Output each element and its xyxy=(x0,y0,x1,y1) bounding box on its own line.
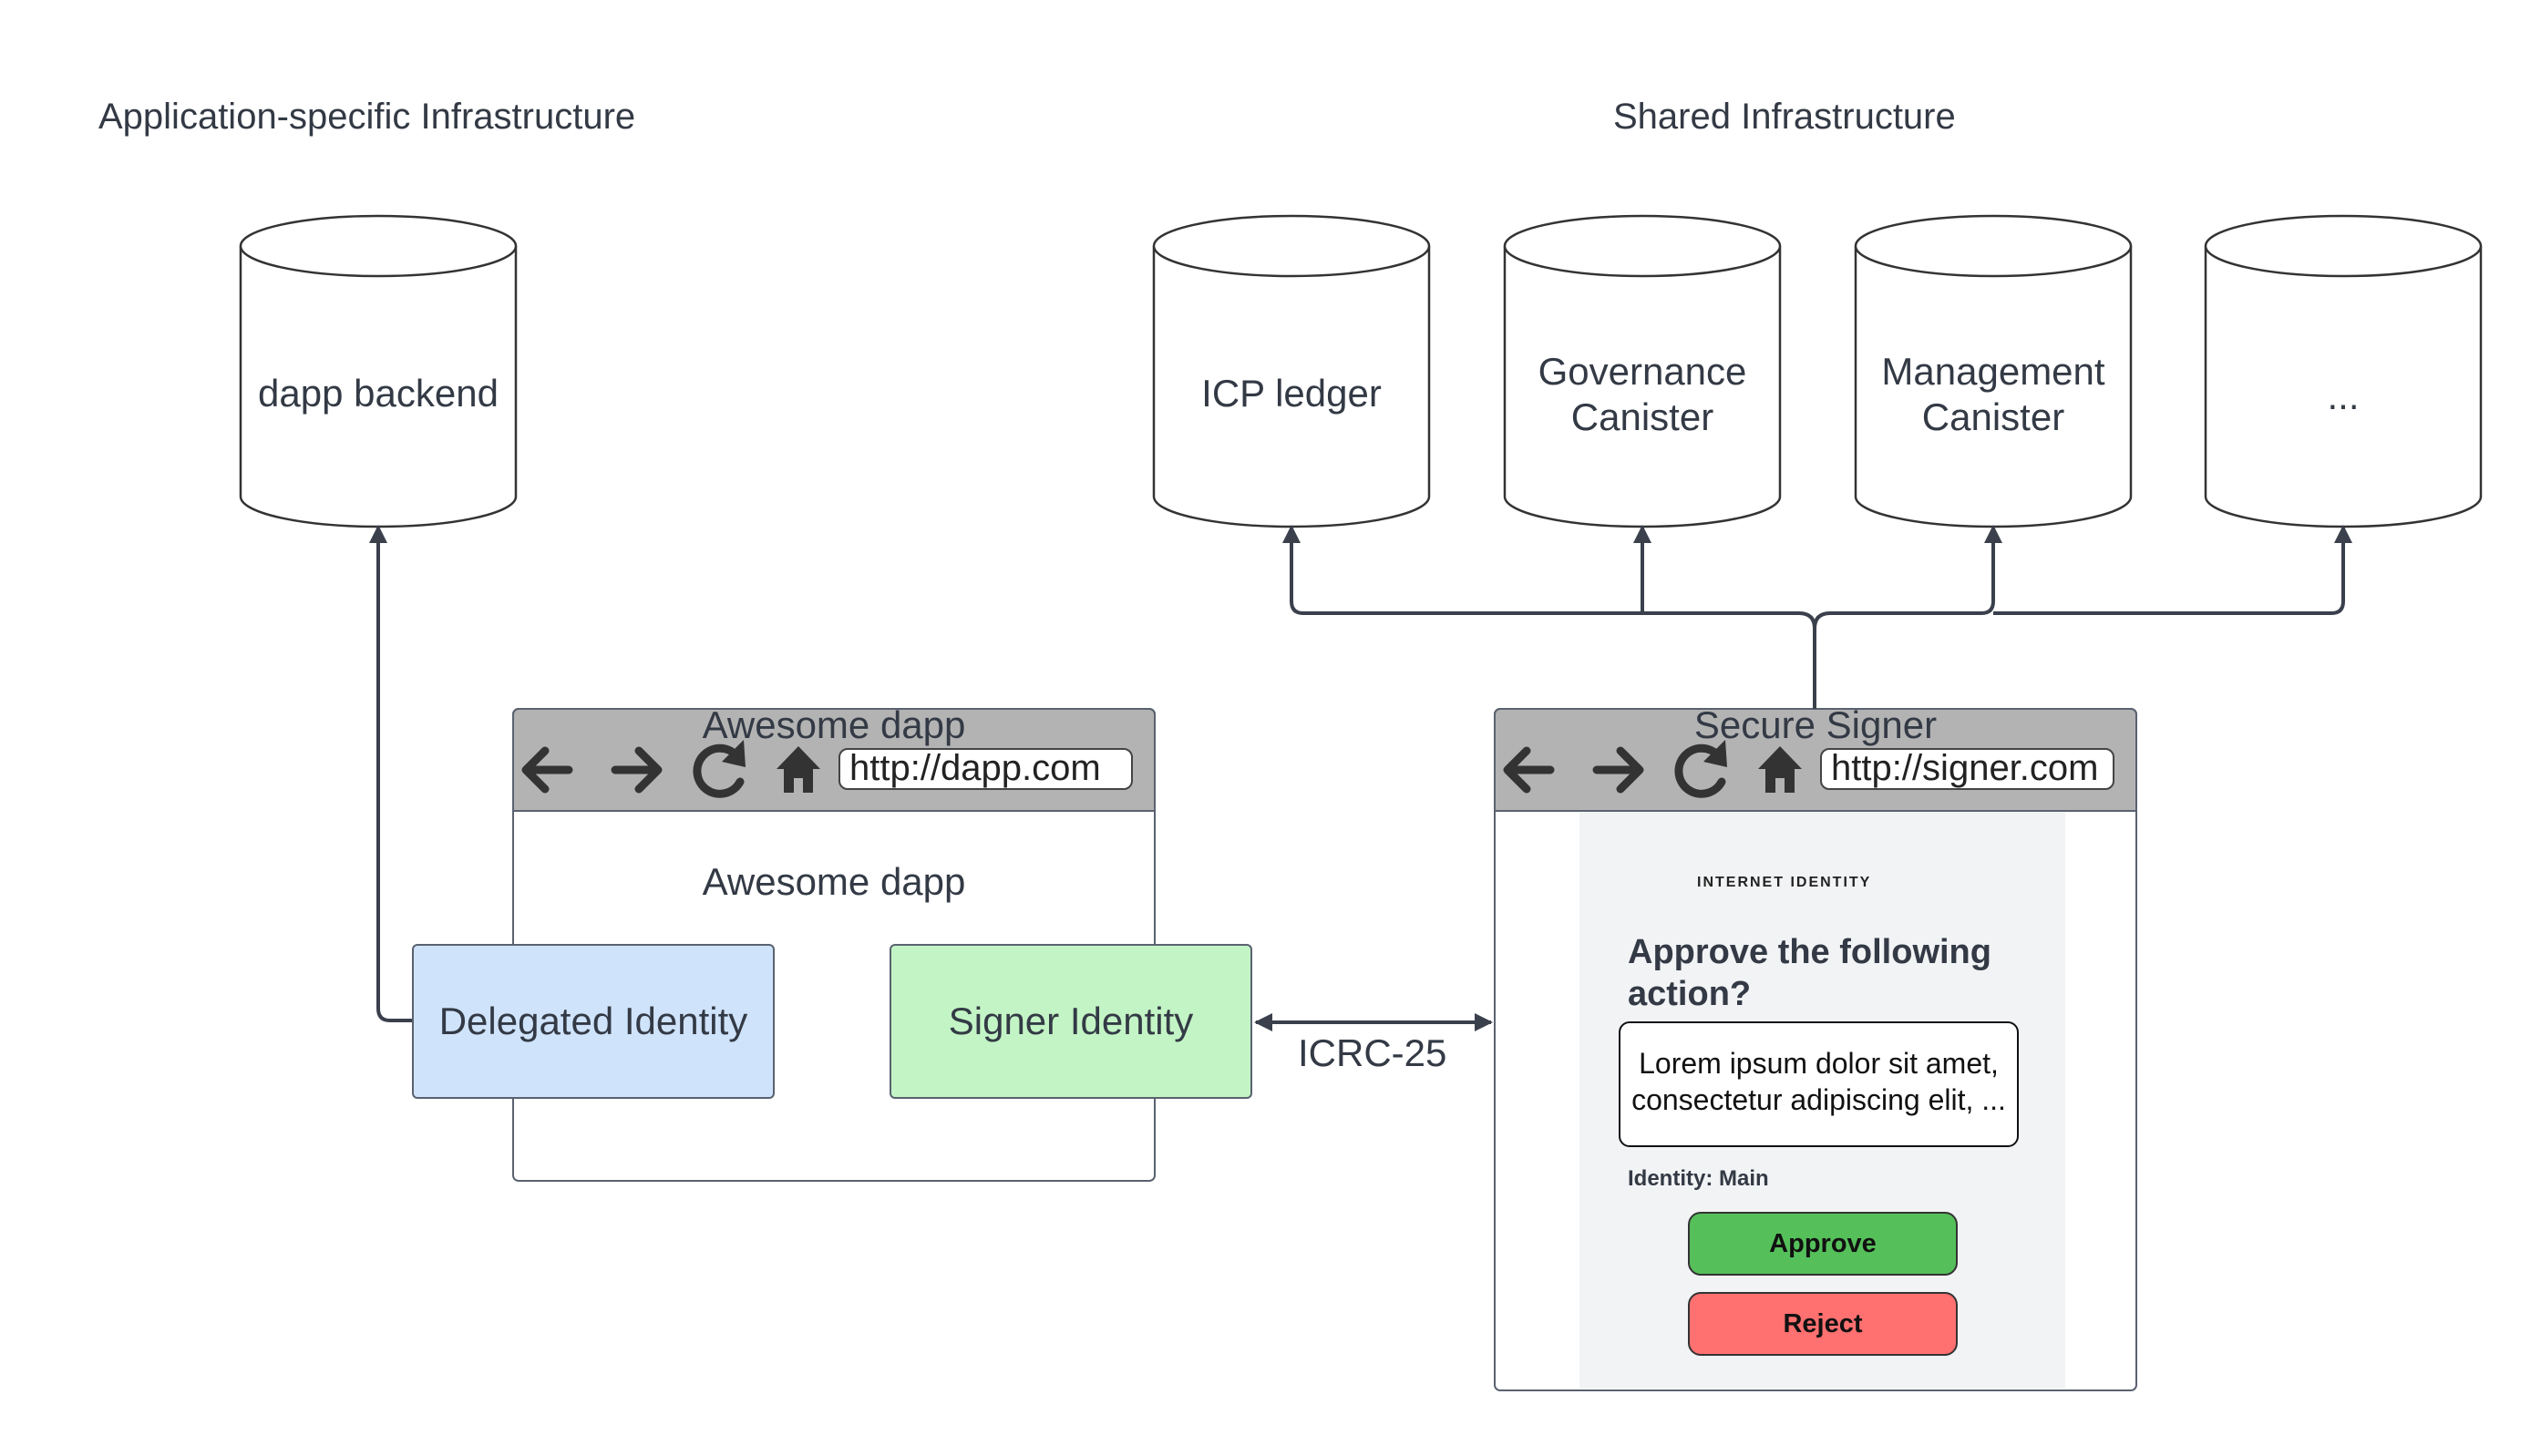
dapp-url-bar[interactable]: http://dapp.com xyxy=(838,748,1133,790)
approval-question: Approve the following action? xyxy=(1628,933,1991,1013)
signer-forward-icon[interactable] xyxy=(1592,746,1644,794)
dapp-window-title: Awesome dapp xyxy=(702,703,966,746)
cylinder-icp-ledger xyxy=(1152,214,1431,528)
reject-button[interactable]: Reject xyxy=(1688,1292,1958,1356)
edge-signer-to-shared xyxy=(1282,525,1816,709)
signer-url-bar[interactable]: http://signer.com xyxy=(1820,748,2114,790)
signer-back-icon[interactable] xyxy=(1503,746,1555,794)
dapp-body-label: Awesome dapp xyxy=(702,860,966,903)
signer-window-title: Secure Signer xyxy=(1693,703,1938,746)
internet-identity-brand: INTERNET IDENTITY xyxy=(1684,875,1871,891)
edge-to-management xyxy=(1813,525,2002,630)
cylinder-more xyxy=(2204,214,2483,528)
db-label-governance-canister: Governance Canister xyxy=(1538,350,1747,438)
db-label-more: ... xyxy=(2327,374,2360,417)
action-message: Lorem ipsum dolor sit amet, consectetur … xyxy=(1619,1021,2019,1147)
edge-label-icrc-25: ICRC-25 xyxy=(1298,1031,1447,1075)
dapp-back-icon[interactable] xyxy=(521,746,573,794)
dapp-reload-icon[interactable] xyxy=(693,740,746,798)
brand-name: INTERNET IDENTITY xyxy=(1697,875,1872,890)
db-label-icp-ledger: ICP ledger xyxy=(1201,372,1382,415)
cylinder-dapp-backend xyxy=(239,214,518,528)
signer-home-icon[interactable] xyxy=(1758,746,1802,793)
approve-button[interactable]: Approve xyxy=(1688,1212,1958,1276)
dapp-forward-icon[interactable] xyxy=(611,746,663,794)
dapp-home-icon[interactable] xyxy=(777,746,820,793)
cylinder-management-canister xyxy=(1854,214,2133,528)
identity-label: Identity: Main xyxy=(1628,1166,1769,1191)
signer-reload-icon[interactable] xyxy=(1674,740,1727,798)
db-label-dapp-backend: dapp backend xyxy=(258,372,499,415)
edge-to-more xyxy=(1993,525,2352,615)
section-title-app-specific: Application-specific Infrastructure xyxy=(98,97,636,137)
edge-delegated-to-backend xyxy=(369,525,412,1022)
db-label-management-canister: Management Canister xyxy=(1881,350,2105,438)
section-title-shared: Shared Infrastructure xyxy=(1613,97,1956,137)
signer-identity-box: Signer Identity xyxy=(890,944,1252,1099)
delegated-identity-box: Delegated Identity xyxy=(412,944,775,1099)
